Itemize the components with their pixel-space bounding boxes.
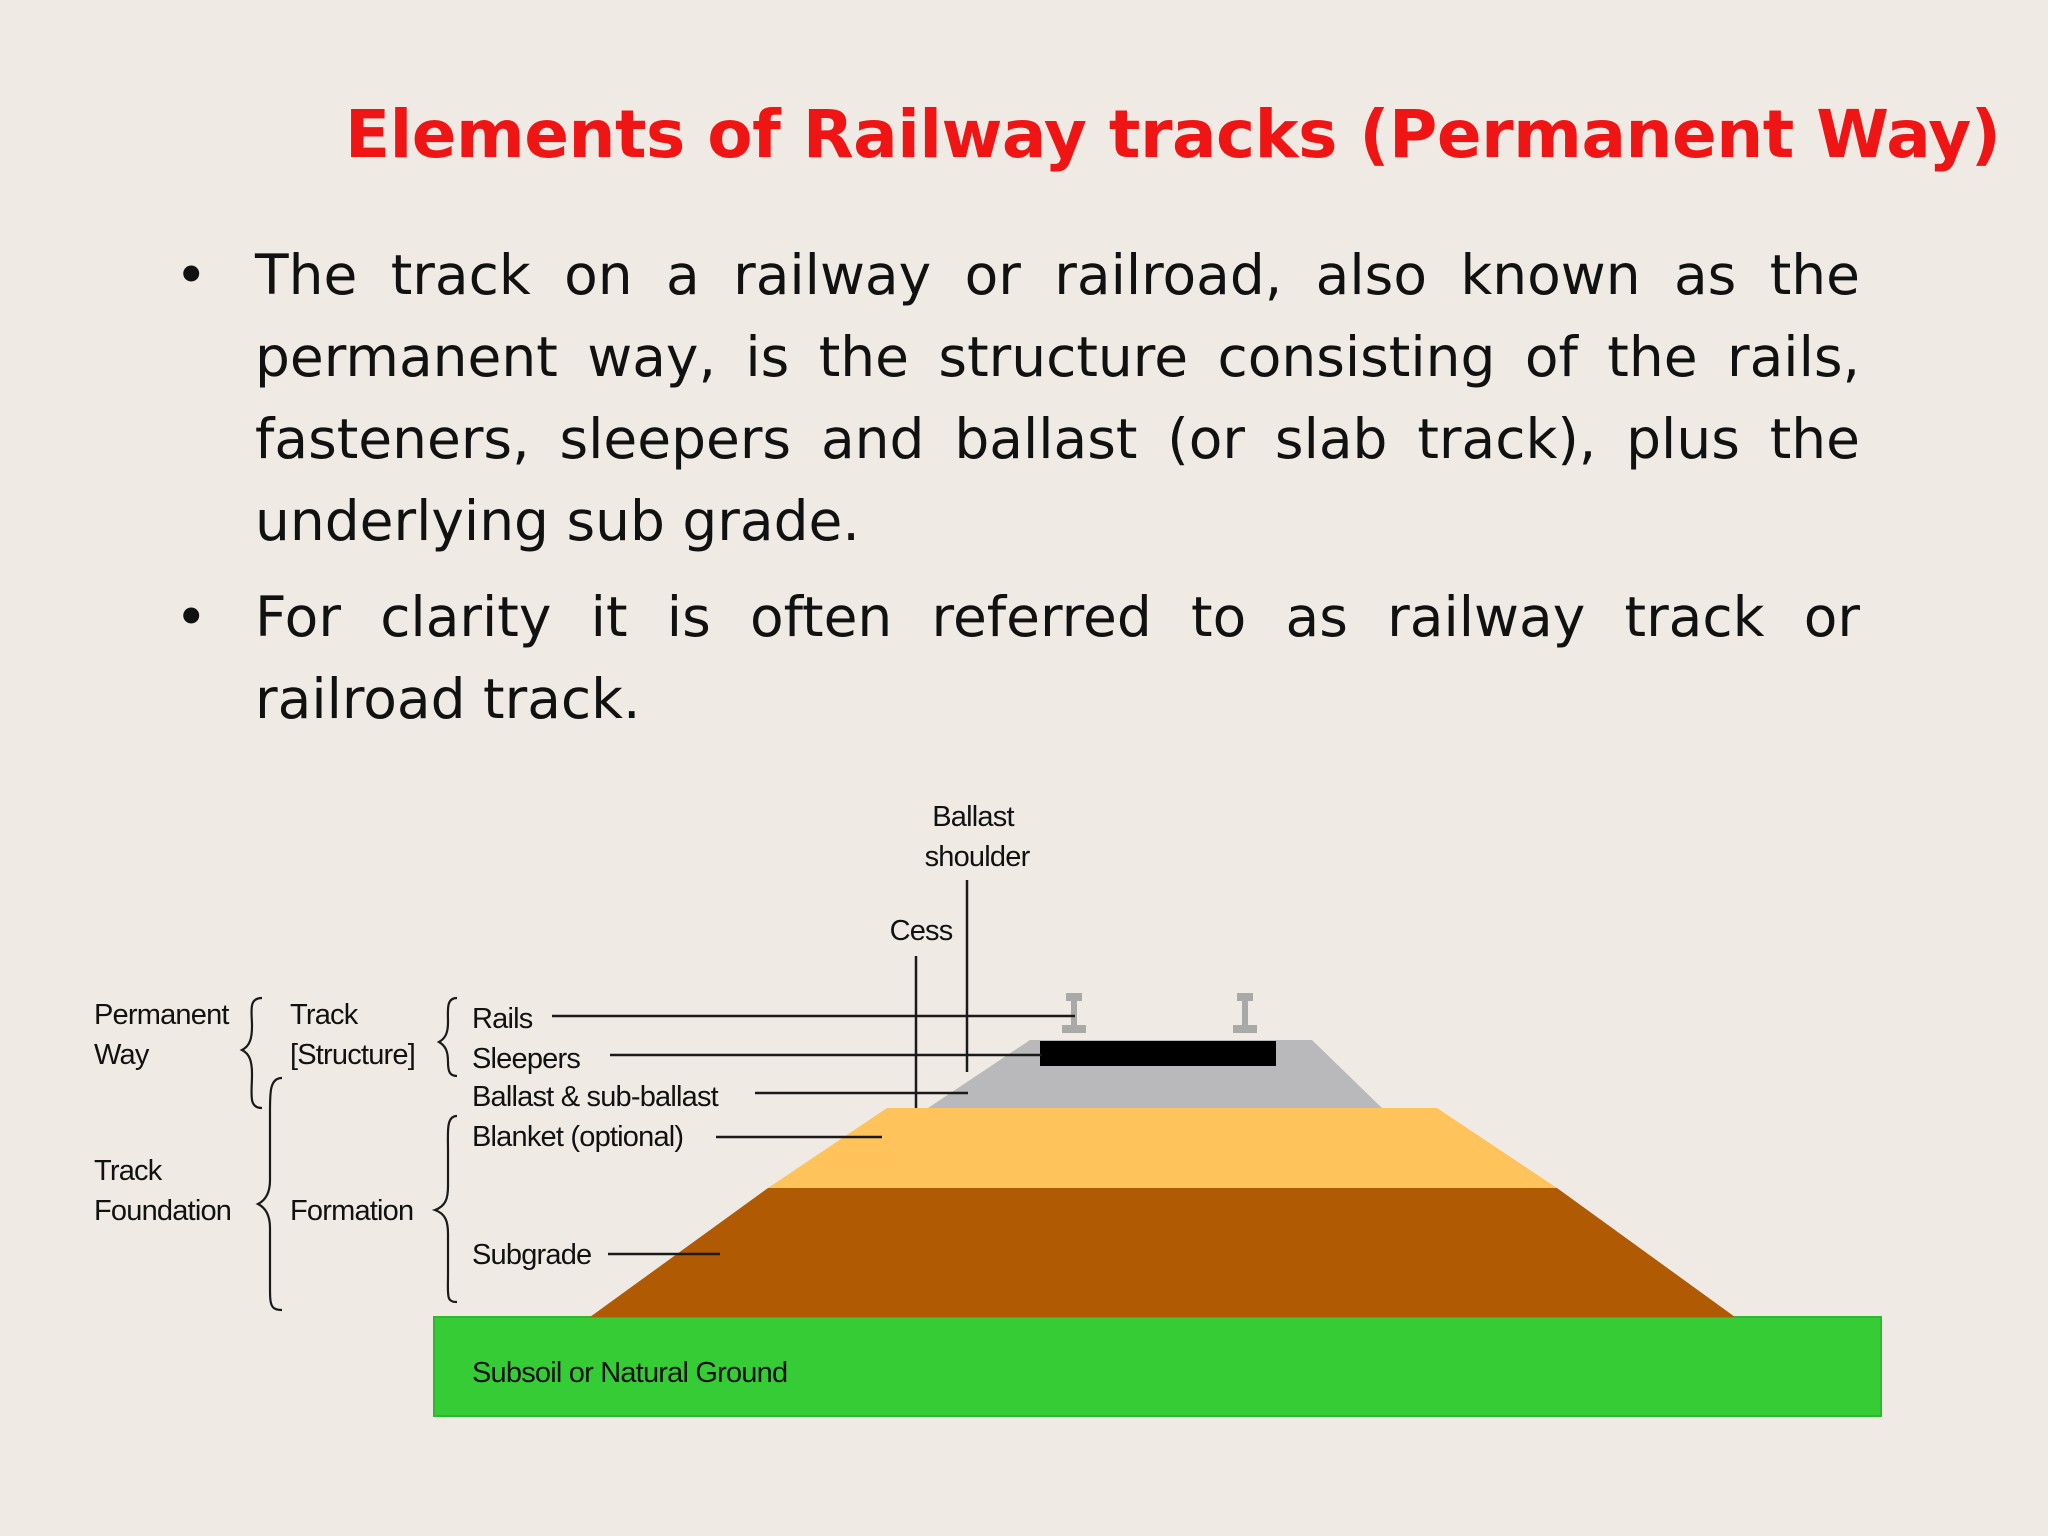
cess-label: Cess	[890, 915, 953, 947]
track-structure-label-line1: Track	[290, 999, 359, 1031]
bullet-item: • For clarity it is often referred to as…	[175, 576, 1860, 740]
bullet-list: • The track on a railway or railroad, al…	[175, 234, 1860, 754]
brackets	[239, 996, 458, 1312]
leader-lines	[552, 880, 1075, 1256]
slide-title: Elements of Railway tracks (Permanent Wa…	[345, 96, 2001, 173]
ballast-shoulder-label-line1: Ballast	[932, 801, 1014, 833]
permanent-way-brace	[239, 996, 263, 1110]
rails-label: Rails	[472, 1003, 533, 1035]
formation-brace	[431, 1114, 458, 1304]
track-foundation-label-line1: Track	[94, 1155, 163, 1187]
ballast-shoulder-label-line2: shoulder	[925, 841, 1031, 873]
bullet-text: The track on a railway or railroad, also…	[255, 243, 1860, 553]
subgrade-layer	[590, 1188, 1735, 1317]
rail-right-icon	[1233, 993, 1257, 1033]
subgrade-label: Subgrade	[472, 1239, 591, 1271]
sleeper	[1040, 1041, 1276, 1066]
subsoil-layer	[433, 1316, 1882, 1417]
permanent-way-label-line2: Way	[94, 1039, 150, 1071]
sleepers-label: Sleepers	[472, 1043, 580, 1075]
bullet-dot: •	[175, 243, 208, 307]
track-structure-brace	[436, 996, 458, 1078]
ballast-label: Ballast & sub-ballast	[472, 1081, 719, 1113]
track-foundation-brace	[255, 1076, 283, 1312]
permanent-way-label-line1: Permanent	[94, 999, 229, 1031]
bullet-text: For clarity it is often referred to as r…	[255, 585, 1860, 731]
track-cross-section-diagram: Permanent Way Track Foundation Track [St…	[94, 801, 1882, 1417]
bullet-item: • The track on a railway or railroad, al…	[175, 234, 1860, 562]
formation-label: Formation	[290, 1195, 413, 1227]
subsoil-label: Subsoil or Natural Ground	[472, 1357, 787, 1389]
blanket-layer	[768, 1108, 1557, 1188]
track-foundation-label-line2: Foundation	[94, 1195, 231, 1227]
rail-left-icon	[1062, 993, 1086, 1033]
track-structure-label-line2: [Structure]	[290, 1039, 415, 1071]
blanket-label: Blanket (optional)	[472, 1121, 683, 1153]
bullet-dot: •	[175, 585, 208, 649]
